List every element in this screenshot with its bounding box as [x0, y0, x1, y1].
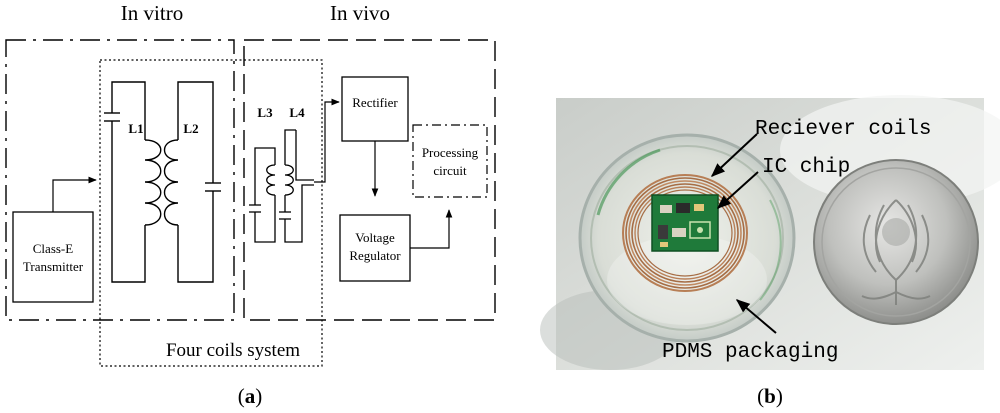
panel-a-diagram: In vitro In vivo Four coils system Class… [5, 1, 496, 408]
regulator-to-processing-arrow [410, 209, 453, 249]
processing-circuit-box [412, 124, 488, 198]
voltage-regulator-box [339, 214, 411, 282]
regulator-label-line1: Voltage [355, 230, 395, 245]
class-e-transmitter-box [12, 211, 94, 303]
in-vivo-boundary [243, 39, 496, 321]
pdms-packaging-arrow [735, 299, 777, 334]
four-coils-label: Four coils system [166, 340, 300, 361]
coil-l3-label: L3 [257, 105, 273, 120]
receiver-coils-arrow [710, 133, 758, 177]
receiver-coils-label: Reciever coils [755, 118, 931, 141]
pdms-packaging-label: PDMS packaging [662, 341, 838, 364]
panel-a-caption: (a) [238, 384, 263, 408]
ic-chip-arrow [716, 171, 759, 209]
transmitter-to-coil-arrow [52, 176, 97, 212]
coil-l2-label: L2 [183, 121, 198, 136]
rectifier-label: Rectifier [352, 95, 398, 110]
transmitter-label-line1: Class-E [33, 241, 74, 256]
regulator-label-line2: Regulator [349, 248, 401, 263]
coil-l4-label: L4 [289, 105, 305, 120]
ic-chip-label: IC chip [762, 156, 850, 179]
l4-to-rectifier-arrow [314, 98, 340, 183]
four-coils-boundary [99, 59, 323, 367]
coil-l2-loop [163, 81, 221, 283]
coil-l4-loop [279, 129, 314, 243]
ic-chip-board [651, 194, 719, 252]
coil-l1-label: L1 [128, 121, 143, 136]
receiver-coils [622, 174, 748, 292]
in-vivo-title: In vivo [330, 1, 390, 25]
processing-label-line2: circuit [433, 163, 467, 178]
transmitter-label-line2: Transmitter [23, 259, 84, 274]
rectifier-box [341, 76, 409, 142]
panel-b-caption: (b) [757, 384, 783, 408]
in-vitro-boundary [5, 39, 235, 321]
coil-l3-loop [249, 147, 276, 243]
in-vitro-title: In vitro [121, 1, 183, 25]
coil-l1-loop [104, 81, 162, 283]
panel-b-photo: Reciever coils IC chip PDMS packaging (b… [540, 95, 1000, 408]
coin [813, 159, 979, 325]
processing-label-line1: Processing [422, 145, 479, 160]
